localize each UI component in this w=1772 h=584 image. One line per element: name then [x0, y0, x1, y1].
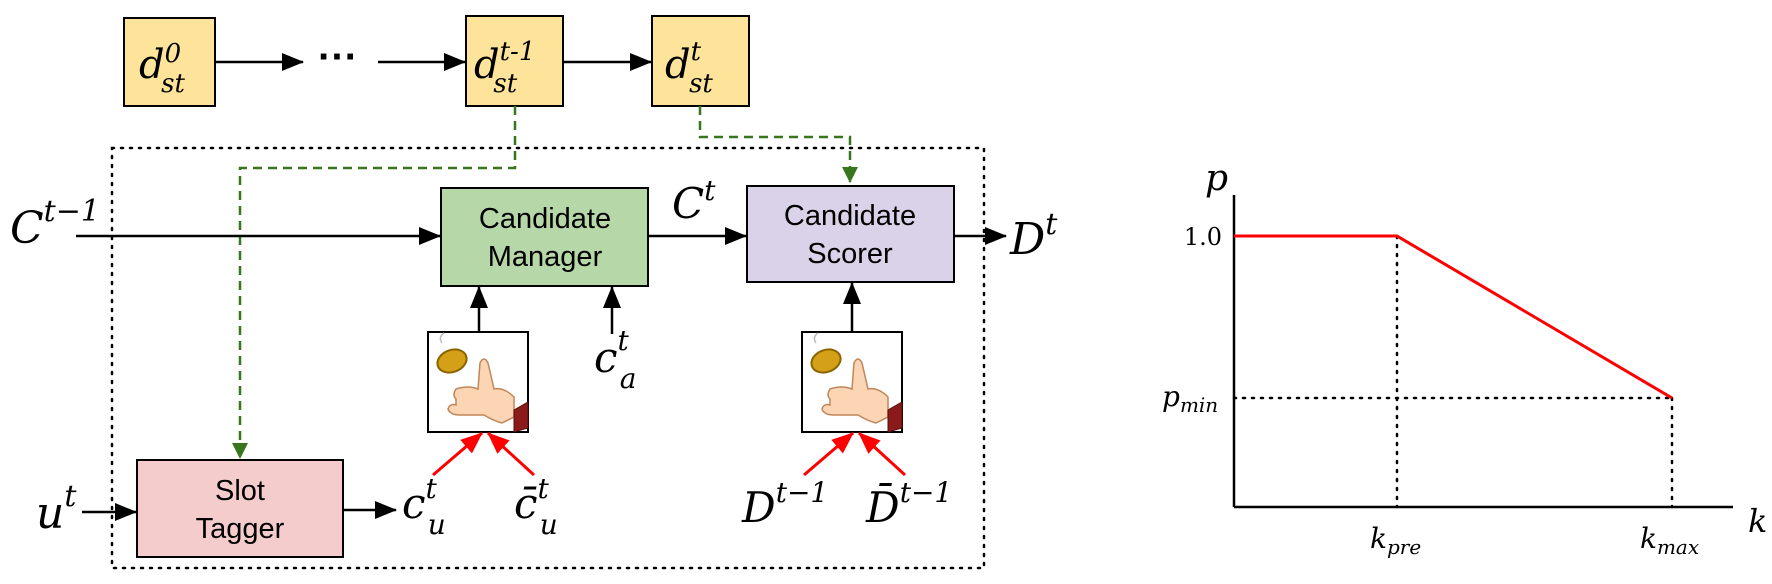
red-arrow-dprevbar-to-coin2	[857, 431, 907, 477]
y-tick-pmin: pmin	[1162, 380, 1218, 417]
probability-curve	[1234, 234, 1673, 400]
dashed-arrow-to-candidate-scorer	[698, 106, 858, 183]
coin-flip-box-manager	[427, 331, 529, 433]
sampling-probability-chart: p k 1.0 pmin kpre kmax	[1162, 158, 1767, 559]
candidate-manager-label-1: Candidate	[479, 203, 611, 235]
dst-container	[110, 146, 986, 570]
slot-tagger-label-2: Tagger	[196, 513, 285, 545]
label-d-prev: Dt−1	[741, 476, 828, 532]
coin-flip-icon	[810, 332, 903, 433]
state-node-dt	[651, 15, 750, 107]
chain-ellipsis: ···	[318, 35, 358, 79]
candidate-scorer-label-2: Scorer	[807, 238, 893, 270]
state-node-d0	[123, 17, 216, 107]
label-d-t: Dt	[1009, 207, 1058, 265]
y-tick-1: 1.0	[1184, 223, 1222, 251]
red-arrow-dprev-to-coin2	[803, 431, 854, 477]
chart-ylabel: p	[1205, 158, 1228, 199]
slot-tagger-box	[136, 459, 344, 558]
x-tick-kmax: kmax	[1640, 522, 1699, 559]
chart-xlabel: k	[1748, 502, 1767, 540]
coin-flip-box-scorer	[801, 331, 903, 433]
red-arrow-cu-to-coin1	[432, 431, 483, 477]
red-arrow-cubar-to-coin1	[486, 431, 536, 477]
candidate-scorer-box	[746, 185, 955, 283]
slot-tagger-label-1: Slot	[215, 475, 265, 507]
dashed-arrow-to-slot-tagger	[232, 106, 517, 459]
candidate-scorer-label-1: Candidate	[784, 200, 916, 232]
coin-flip-icon	[436, 332, 529, 433]
candidate-manager-box	[440, 187, 649, 287]
x-tick-kpre: kpre	[1370, 522, 1421, 559]
label-c-t: Ct	[672, 174, 716, 228]
label-c-prev: Ct−1	[10, 194, 100, 254]
candidate-manager-label-2: Manager	[488, 241, 603, 273]
label-d-prev-bar: D̄t−1	[865, 476, 952, 532]
label-u-t: ut	[36, 479, 77, 539]
